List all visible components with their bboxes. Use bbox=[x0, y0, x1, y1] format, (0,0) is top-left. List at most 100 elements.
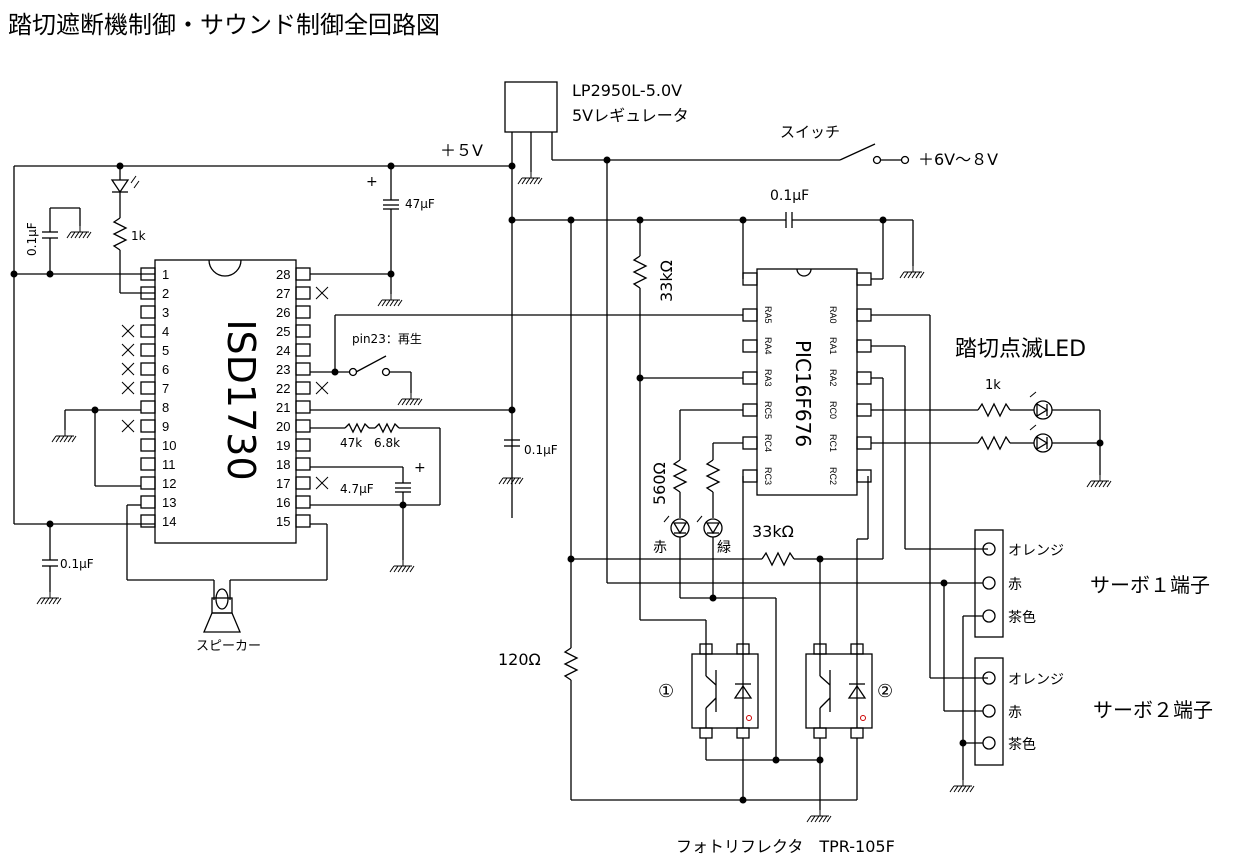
isd-pin-label: 13 bbox=[162, 495, 176, 510]
isd-pin-label: 20 bbox=[276, 419, 290, 434]
isd1730-name: ISD1730 bbox=[219, 319, 263, 480]
servo2-title: サーボ２端子 bbox=[1093, 698, 1213, 722]
led-icon bbox=[705, 522, 721, 535]
pic-pin-label: RA1 bbox=[828, 337, 838, 355]
resistor-icon bbox=[344, 422, 370, 434]
isd-pin-label: 4 bbox=[162, 324, 169, 339]
crossing-led-label: 踏切点滅LED bbox=[955, 337, 1086, 362]
ground-icon bbox=[498, 471, 524, 485]
r-1k-label: 1k bbox=[131, 229, 146, 243]
ground-icon bbox=[397, 392, 423, 406]
isd-pin-label: 15 bbox=[276, 514, 290, 529]
photoreflector-1 bbox=[691, 653, 759, 729]
regulator-body bbox=[504, 81, 558, 133]
servo2-pin-red: 赤 bbox=[1008, 705, 1022, 721]
plus-sign: + bbox=[414, 460, 426, 476]
speaker-icon bbox=[211, 597, 233, 614]
r-47k-label: 47k bbox=[340, 436, 362, 450]
isd-pin-label: 22 bbox=[276, 381, 290, 396]
regulator-desc: 5Vレギュレータ bbox=[572, 106, 689, 125]
isd-pin-label: 28 bbox=[276, 267, 290, 282]
pic-pin-label: RC5 bbox=[763, 401, 773, 419]
ground-icon bbox=[66, 225, 92, 239]
resistor-icon bbox=[112, 217, 128, 251]
resistor-icon bbox=[977, 435, 1011, 451]
led-green-label: 緑 bbox=[717, 540, 731, 556]
r-led-label: 1k bbox=[985, 378, 1001, 393]
photo-2-number: ② bbox=[877, 681, 893, 702]
plus-sign: + bbox=[366, 174, 378, 190]
r-560-label: 560Ω bbox=[650, 462, 669, 505]
resistor-icon bbox=[374, 422, 400, 434]
isd-pin-label: 1 bbox=[162, 267, 169, 282]
isd-pin-label: 21 bbox=[276, 400, 290, 415]
power-switch bbox=[839, 143, 876, 161]
isd-pin-label: 2 bbox=[162, 286, 169, 301]
isd-pin-label: 3 bbox=[162, 305, 169, 320]
isd-pin-label: 11 bbox=[162, 457, 176, 472]
isd-pin-label: 16 bbox=[276, 495, 290, 510]
c-top-label: 0.1μF bbox=[770, 188, 809, 204]
ground-icon bbox=[949, 779, 975, 793]
c-bottom-label: 0.1μF bbox=[60, 557, 94, 571]
led-icon bbox=[1036, 435, 1049, 451]
c-4u7-label: 4.7μF bbox=[340, 482, 374, 496]
ground-icon bbox=[36, 591, 62, 605]
resistor-icon bbox=[672, 459, 688, 493]
speaker-label: スピーカー bbox=[196, 639, 261, 654]
pic-pin-label: RC0 bbox=[828, 401, 838, 419]
ground-icon bbox=[51, 429, 77, 443]
c-mid-label: 0.1μF bbox=[524, 443, 558, 457]
servo2-pin-brown: 茶色 bbox=[1008, 736, 1036, 753]
ground-icon bbox=[517, 171, 543, 185]
led-icon bbox=[672, 522, 688, 535]
servo1-pin-brown: 茶色 bbox=[1008, 609, 1036, 626]
r-33k-top-label: 33kΩ bbox=[657, 260, 676, 302]
pic-pin-label: RA5 bbox=[763, 306, 773, 324]
ground-icon bbox=[389, 559, 415, 573]
isd-pin-label: 24 bbox=[276, 343, 290, 358]
resistor-icon bbox=[632, 255, 648, 289]
resistor-icon bbox=[761, 551, 795, 567]
resistor-icon bbox=[563, 647, 579, 681]
led-icon bbox=[110, 179, 130, 194]
isd-pin-label: 27 bbox=[276, 286, 290, 301]
photoreflector-2 bbox=[805, 653, 873, 729]
resistor-icon bbox=[977, 402, 1011, 418]
r-120-label: 120Ω bbox=[498, 650, 541, 669]
led-red-label: 赤 bbox=[653, 540, 667, 556]
input-voltage-label: ＋6V～８V bbox=[918, 150, 998, 169]
pic-pin-label: RA0 bbox=[828, 306, 838, 324]
resistor-icon bbox=[705, 459, 721, 493]
play-label: pin23：再生 bbox=[352, 332, 422, 346]
pic-pin-label: RC2 bbox=[828, 467, 838, 485]
c-47u-label: 47μF bbox=[405, 197, 435, 211]
isd-pin-label: 9 bbox=[162, 419, 169, 434]
isd-pin-label: 19 bbox=[276, 438, 290, 453]
play-switch bbox=[355, 355, 387, 373]
isd-pin-label: 8 bbox=[162, 400, 169, 415]
c-left-label: 0.1μF bbox=[25, 222, 39, 256]
page-title: 踏切遮断機制御・サウンド制御全回路図 bbox=[8, 11, 440, 39]
servo2-pin-orange: オレンジ bbox=[1008, 672, 1064, 688]
pic-pin-label: RA3 bbox=[763, 369, 773, 387]
isd-pin-label: 26 bbox=[276, 305, 290, 320]
photo-label: フォトリフレクタ TPR-105F bbox=[676, 837, 895, 856]
photo-1-number: ① bbox=[658, 681, 674, 702]
isd-pin-label: 14 bbox=[162, 514, 176, 529]
servo1-pin-orange: オレンジ bbox=[1008, 543, 1064, 559]
r-6k8-label: 6.8k bbox=[374, 436, 400, 450]
led-icon bbox=[1036, 402, 1049, 418]
switch-label: スイッチ bbox=[780, 123, 840, 141]
pic-pin-label: RC4 bbox=[763, 434, 773, 452]
regulator-part: LP2950L-5.0V bbox=[572, 81, 682, 100]
ground-icon bbox=[899, 265, 925, 279]
isd-pin-label: 5 bbox=[162, 343, 169, 358]
pic16f676-name: PIC16F676 bbox=[791, 340, 815, 447]
servo1-title: サーボ１端子 bbox=[1090, 573, 1210, 597]
isd-pin-label: 17 bbox=[276, 476, 290, 491]
r-33k-bottom-label: 33kΩ bbox=[752, 522, 794, 541]
ground-icon bbox=[806, 809, 832, 823]
ground-icon bbox=[377, 293, 403, 307]
servo1-pin-red: 赤 bbox=[1008, 577, 1022, 593]
